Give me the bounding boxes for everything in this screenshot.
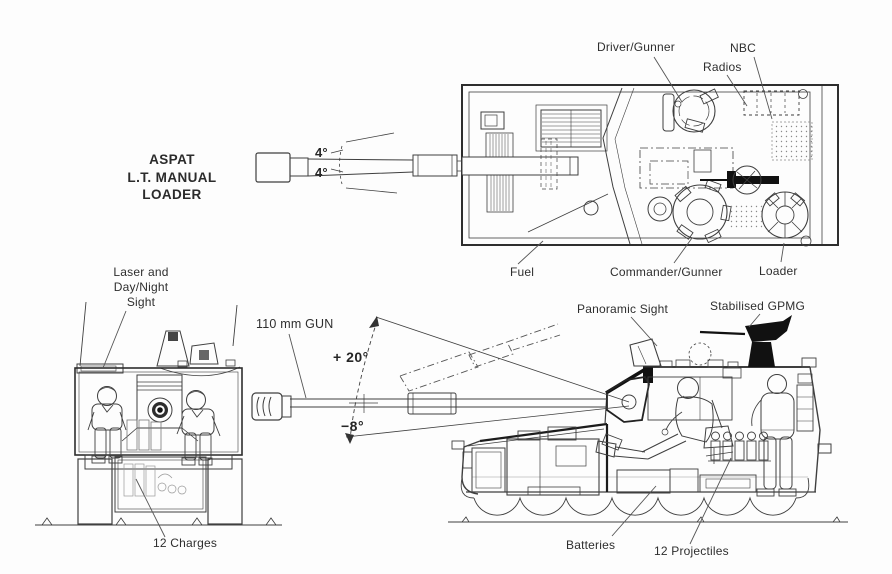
label-elevation-max: + 20° (333, 349, 369, 365)
diagram-title: ASPAT L.T. MANUAL LOADER (92, 151, 252, 204)
label-radios: Radios (703, 60, 742, 74)
label-traverse-down: 4° (315, 165, 328, 180)
label-driver-gunner: Driver/Gunner (597, 40, 675, 54)
front-view-drawing (35, 301, 282, 526)
label-commander-gunner: Commander/Gunner (610, 265, 723, 279)
label-laser-sight: Laser and Day/Night Sight (100, 265, 182, 310)
label-nbc: NBC (730, 41, 756, 55)
side-view-drawing (251, 315, 848, 523)
label-projectiles: 12 Projectiles (654, 544, 729, 558)
plan-view-drawing (255, 84, 839, 247)
label-laser-sight-line: Sight (126, 295, 156, 309)
label-traverse-up: 4° (315, 145, 328, 160)
label-loader: Loader (759, 264, 798, 278)
label-panoramic-sight: Panoramic Sight (577, 302, 669, 316)
label-batteries: Batteries (566, 538, 616, 552)
title-line: L.T. MANUAL (127, 169, 217, 185)
label-gun: 110 mm GUN (256, 317, 334, 331)
label-laser-sight-line: Laser and (113, 265, 169, 279)
label-charges: 12 Charges (153, 536, 218, 550)
label-elevation-min: −8° (341, 418, 365, 434)
title-line: LOADER (142, 187, 202, 202)
title-line: ASPAT (149, 152, 195, 167)
label-gpmg: Stabilised GPMG (710, 299, 806, 313)
leader-lines (102, 56, 785, 545)
label-fuel: Fuel (510, 265, 535, 279)
label-laser-sight-line: Day/Night (113, 280, 169, 294)
